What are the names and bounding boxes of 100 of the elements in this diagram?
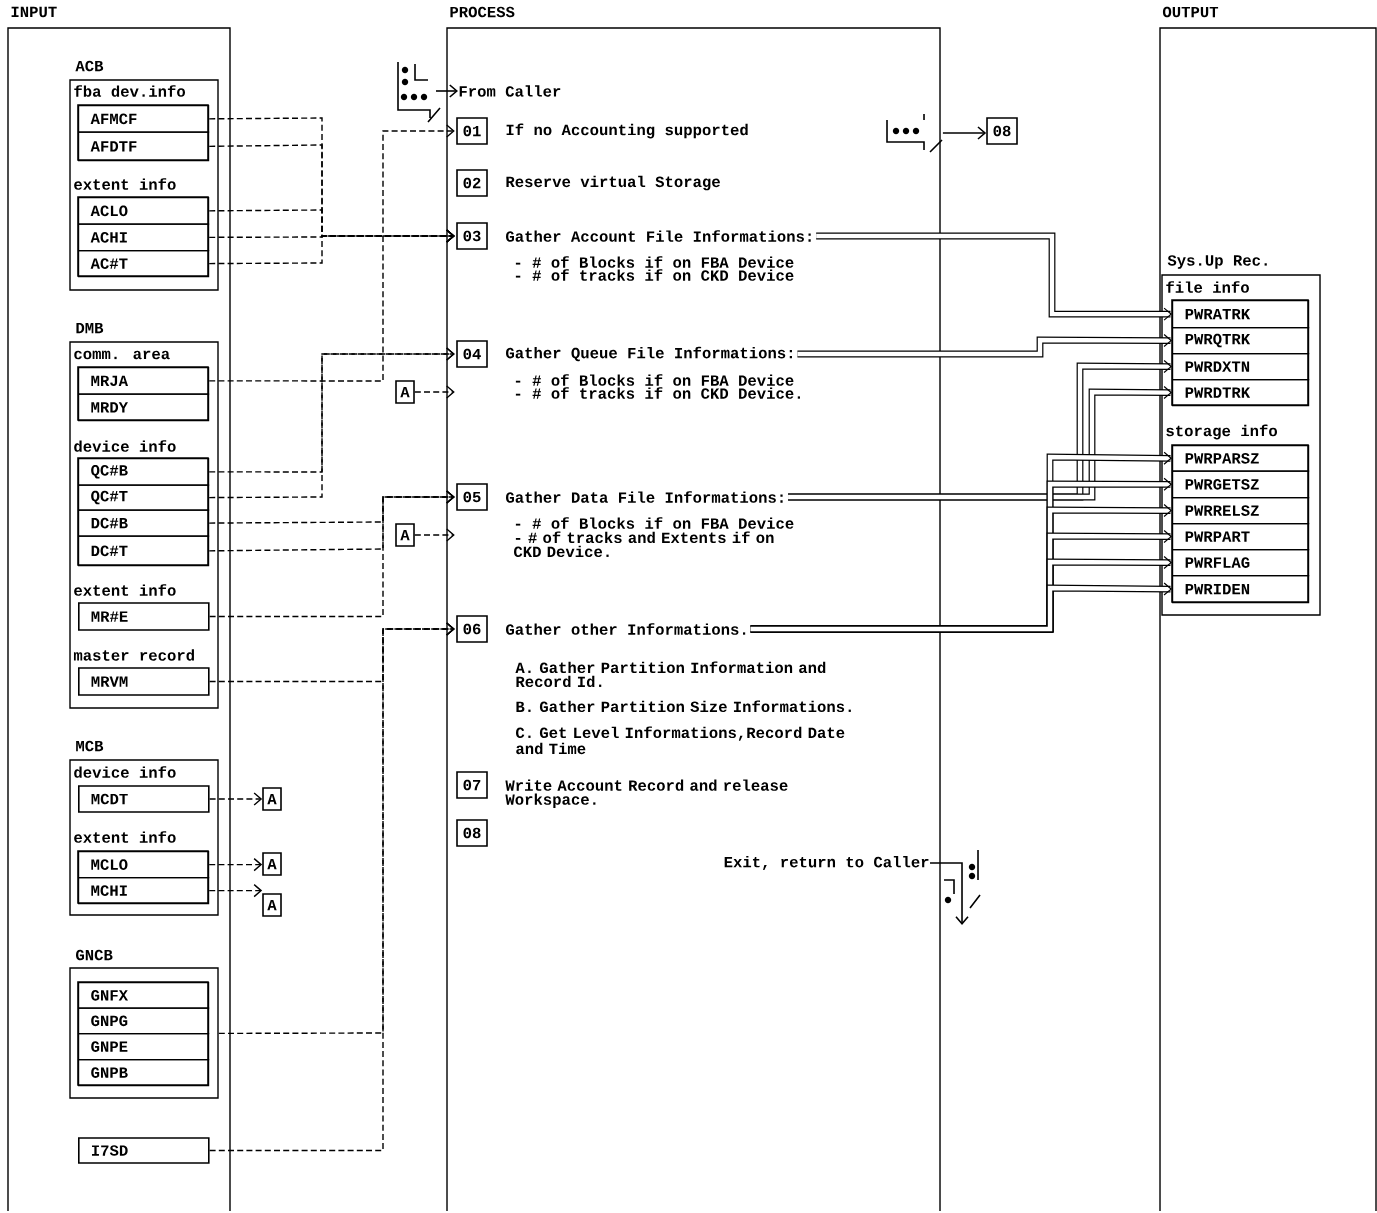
field-group-box xyxy=(1171,444,1309,603)
section-label: Sys.Up Rec. xyxy=(1167,255,1267,269)
connector-arrow xyxy=(414,385,455,399)
field-cell: MRJA xyxy=(78,367,210,395)
field-cell: GNPB xyxy=(78,1059,210,1087)
step-number-box: 01 xyxy=(456,117,488,145)
step-text: If no Accounting supported xyxy=(506,123,748,139)
connector-box: A xyxy=(262,893,282,917)
connector-arrow xyxy=(929,862,969,925)
connector-icon xyxy=(886,113,943,153)
field-cell: ACHI xyxy=(78,223,210,252)
field-cell: AFMCF xyxy=(78,105,210,133)
field-cell: ACLO xyxy=(78,197,210,225)
connector-arrow xyxy=(816,232,1172,321)
connector-arrow xyxy=(788,385,1172,501)
field-group-box xyxy=(77,981,209,1086)
field-group-box xyxy=(77,850,209,904)
subsection-label: fba dev.info xyxy=(74,85,185,97)
column-heading: INPUT xyxy=(11,6,57,18)
field-cell: GNPG xyxy=(78,1007,210,1035)
connector-box: A xyxy=(262,852,282,876)
connector-arrow xyxy=(208,490,455,618)
field-cell: GNPE xyxy=(78,1033,210,1061)
step-number-box: 07 xyxy=(456,771,488,799)
step-text: Gather Account File Informations: xyxy=(506,230,811,242)
connector-box: A xyxy=(395,380,415,404)
connector-arrow xyxy=(208,857,263,872)
connector-arrow xyxy=(208,124,455,382)
field-cell: DC#B xyxy=(78,509,210,537)
field-cell: PWRRELSZ xyxy=(1172,497,1310,525)
step-text: B. Gather Partition Size Informations. xyxy=(516,700,851,713)
field-cell: MCHI xyxy=(78,877,210,905)
field-cell: PWRQTRK xyxy=(1172,327,1310,355)
connector-box: A xyxy=(395,523,415,547)
field-box: I7SD xyxy=(78,1137,210,1164)
step-text: - # of Blocks if on FBA Device xyxy=(515,374,794,386)
connector-arrow xyxy=(208,622,455,1152)
step-text: - # of Blocks if on FBA Device xyxy=(515,256,794,268)
field-cell: MCLO xyxy=(78,851,210,879)
step-text: - # of tracks if on CKD Device xyxy=(515,269,794,281)
step-number-box: 04 xyxy=(456,340,488,368)
section-label: GNCB xyxy=(76,949,113,961)
connector-arrow xyxy=(208,229,455,265)
column-heading: PROCESS xyxy=(450,6,515,18)
connector-box: A xyxy=(262,787,282,811)
step-text: - # of tracks and Extents if on CKD Device. xyxy=(514,531,774,558)
step-text: Gather other Informations. xyxy=(506,623,746,635)
field-cell: MRDY xyxy=(78,393,210,422)
section-label: MCB xyxy=(76,740,104,752)
field-cell: AC#T xyxy=(78,250,210,278)
subsection-label: master record xyxy=(73,649,194,661)
subsection-label: device info xyxy=(74,440,176,452)
field-cell: PWRDXTN xyxy=(1172,353,1310,381)
connector-arrow xyxy=(414,528,455,542)
field-cell: DC#T xyxy=(78,535,210,567)
subsection-label: device info xyxy=(74,766,176,778)
subsection-label: extent info xyxy=(74,178,176,190)
connector-arrow xyxy=(797,333,1172,358)
field-cell: PWRGETSZ xyxy=(1172,470,1310,499)
step-text: C. Get Level Informations,Record Date and Time xyxy=(516,726,845,755)
note-text: From Caller xyxy=(459,85,561,97)
connector-arrow xyxy=(208,883,263,898)
field-cell: QC#B xyxy=(78,458,210,486)
step-number-box: 05 xyxy=(456,483,488,511)
subsection-label: file info xyxy=(1166,281,1249,293)
step-number-box: 06 xyxy=(456,615,488,643)
field-cell: PWRPART xyxy=(1172,523,1310,551)
note-text: Exit, return to Caller xyxy=(724,855,929,871)
field-box: MRVM xyxy=(78,667,210,696)
field-group-box xyxy=(77,366,209,421)
field-cell: PWRATRK xyxy=(1172,300,1310,329)
subsection-label: extent info xyxy=(74,831,176,843)
field-group-box xyxy=(77,457,209,566)
step-text: - # of Blocks if on FBA Device xyxy=(515,517,794,529)
step-number-box: 08 xyxy=(456,819,488,847)
field-cell: QC#T xyxy=(78,484,210,511)
field-group-box xyxy=(1171,299,1309,406)
field-box: MCDT xyxy=(78,785,210,813)
subsection-label: comm. area xyxy=(74,350,170,360)
field-cell: AFDTF xyxy=(78,131,210,162)
section-label: ACB xyxy=(75,60,104,72)
field-cell: PWRFLAG xyxy=(1172,549,1310,577)
column-heading: OUTPUT xyxy=(1162,6,1219,18)
connector-arrow xyxy=(750,582,1172,633)
subsection-label: extent info xyxy=(74,584,176,596)
subsection-label: storage info xyxy=(1166,424,1278,440)
field-group-box xyxy=(77,104,209,161)
field-cell: PWRDTRK xyxy=(1172,379,1310,407)
field-cell: PWRIDEN xyxy=(1172,575,1310,604)
step-text: A. Gather Partition Information and Record Id. xyxy=(515,661,826,688)
field-group-box xyxy=(77,196,209,277)
step-text: Gather Queue File Informations: xyxy=(506,346,792,362)
step-text: Write Account Record and release Workspace. xyxy=(505,779,788,808)
step-number-box: 03 xyxy=(456,222,488,250)
step-text: Gather Data File Informations: xyxy=(506,491,783,503)
connector-arrow xyxy=(208,347,455,499)
field-box: MR#E xyxy=(78,602,210,631)
step-number-box: 02 xyxy=(456,169,488,197)
connector-arrow xyxy=(208,792,263,806)
step-text: - # of tracks if on CKD Device. xyxy=(515,387,800,399)
